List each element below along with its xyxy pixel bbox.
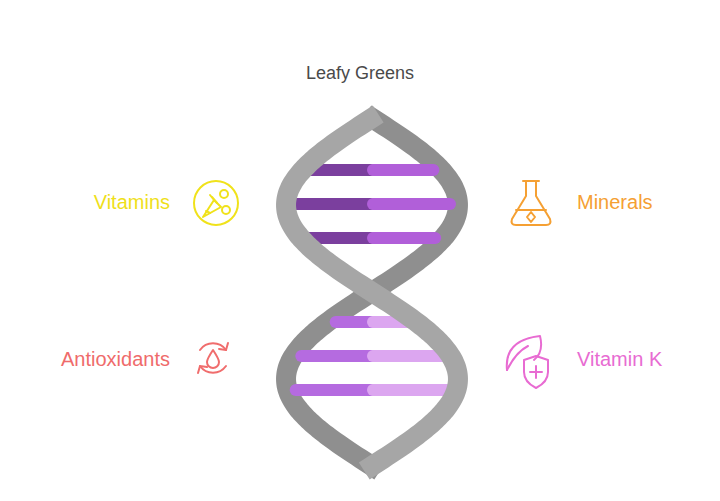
helix-rung [373, 350, 443, 362]
helix-rung [296, 384, 371, 396]
helix-strand [286, 114, 458, 471]
vitamin-k-icon [507, 336, 548, 388]
helix-rung [294, 198, 371, 210]
antioxidants-icon [198, 343, 228, 373]
helix-rung [373, 164, 433, 176]
category-label: Antioxidants [61, 347, 170, 371]
diagram-title: Leafy Greens [0, 63, 720, 85]
vitamins-icon [194, 181, 238, 225]
helix-strand [286, 114, 458, 471]
category-label: Minerals [577, 190, 653, 214]
category-label: Vitamins [94, 190, 170, 214]
helix-rung [373, 198, 450, 210]
helix-rung [301, 350, 371, 362]
category-label: Vitamin K [577, 347, 662, 371]
helix-rung [373, 384, 448, 396]
helix-rung [336, 316, 371, 328]
dna-helix [286, 114, 458, 471]
minerals-icon [512, 181, 551, 225]
helix-rung [373, 232, 435, 244]
